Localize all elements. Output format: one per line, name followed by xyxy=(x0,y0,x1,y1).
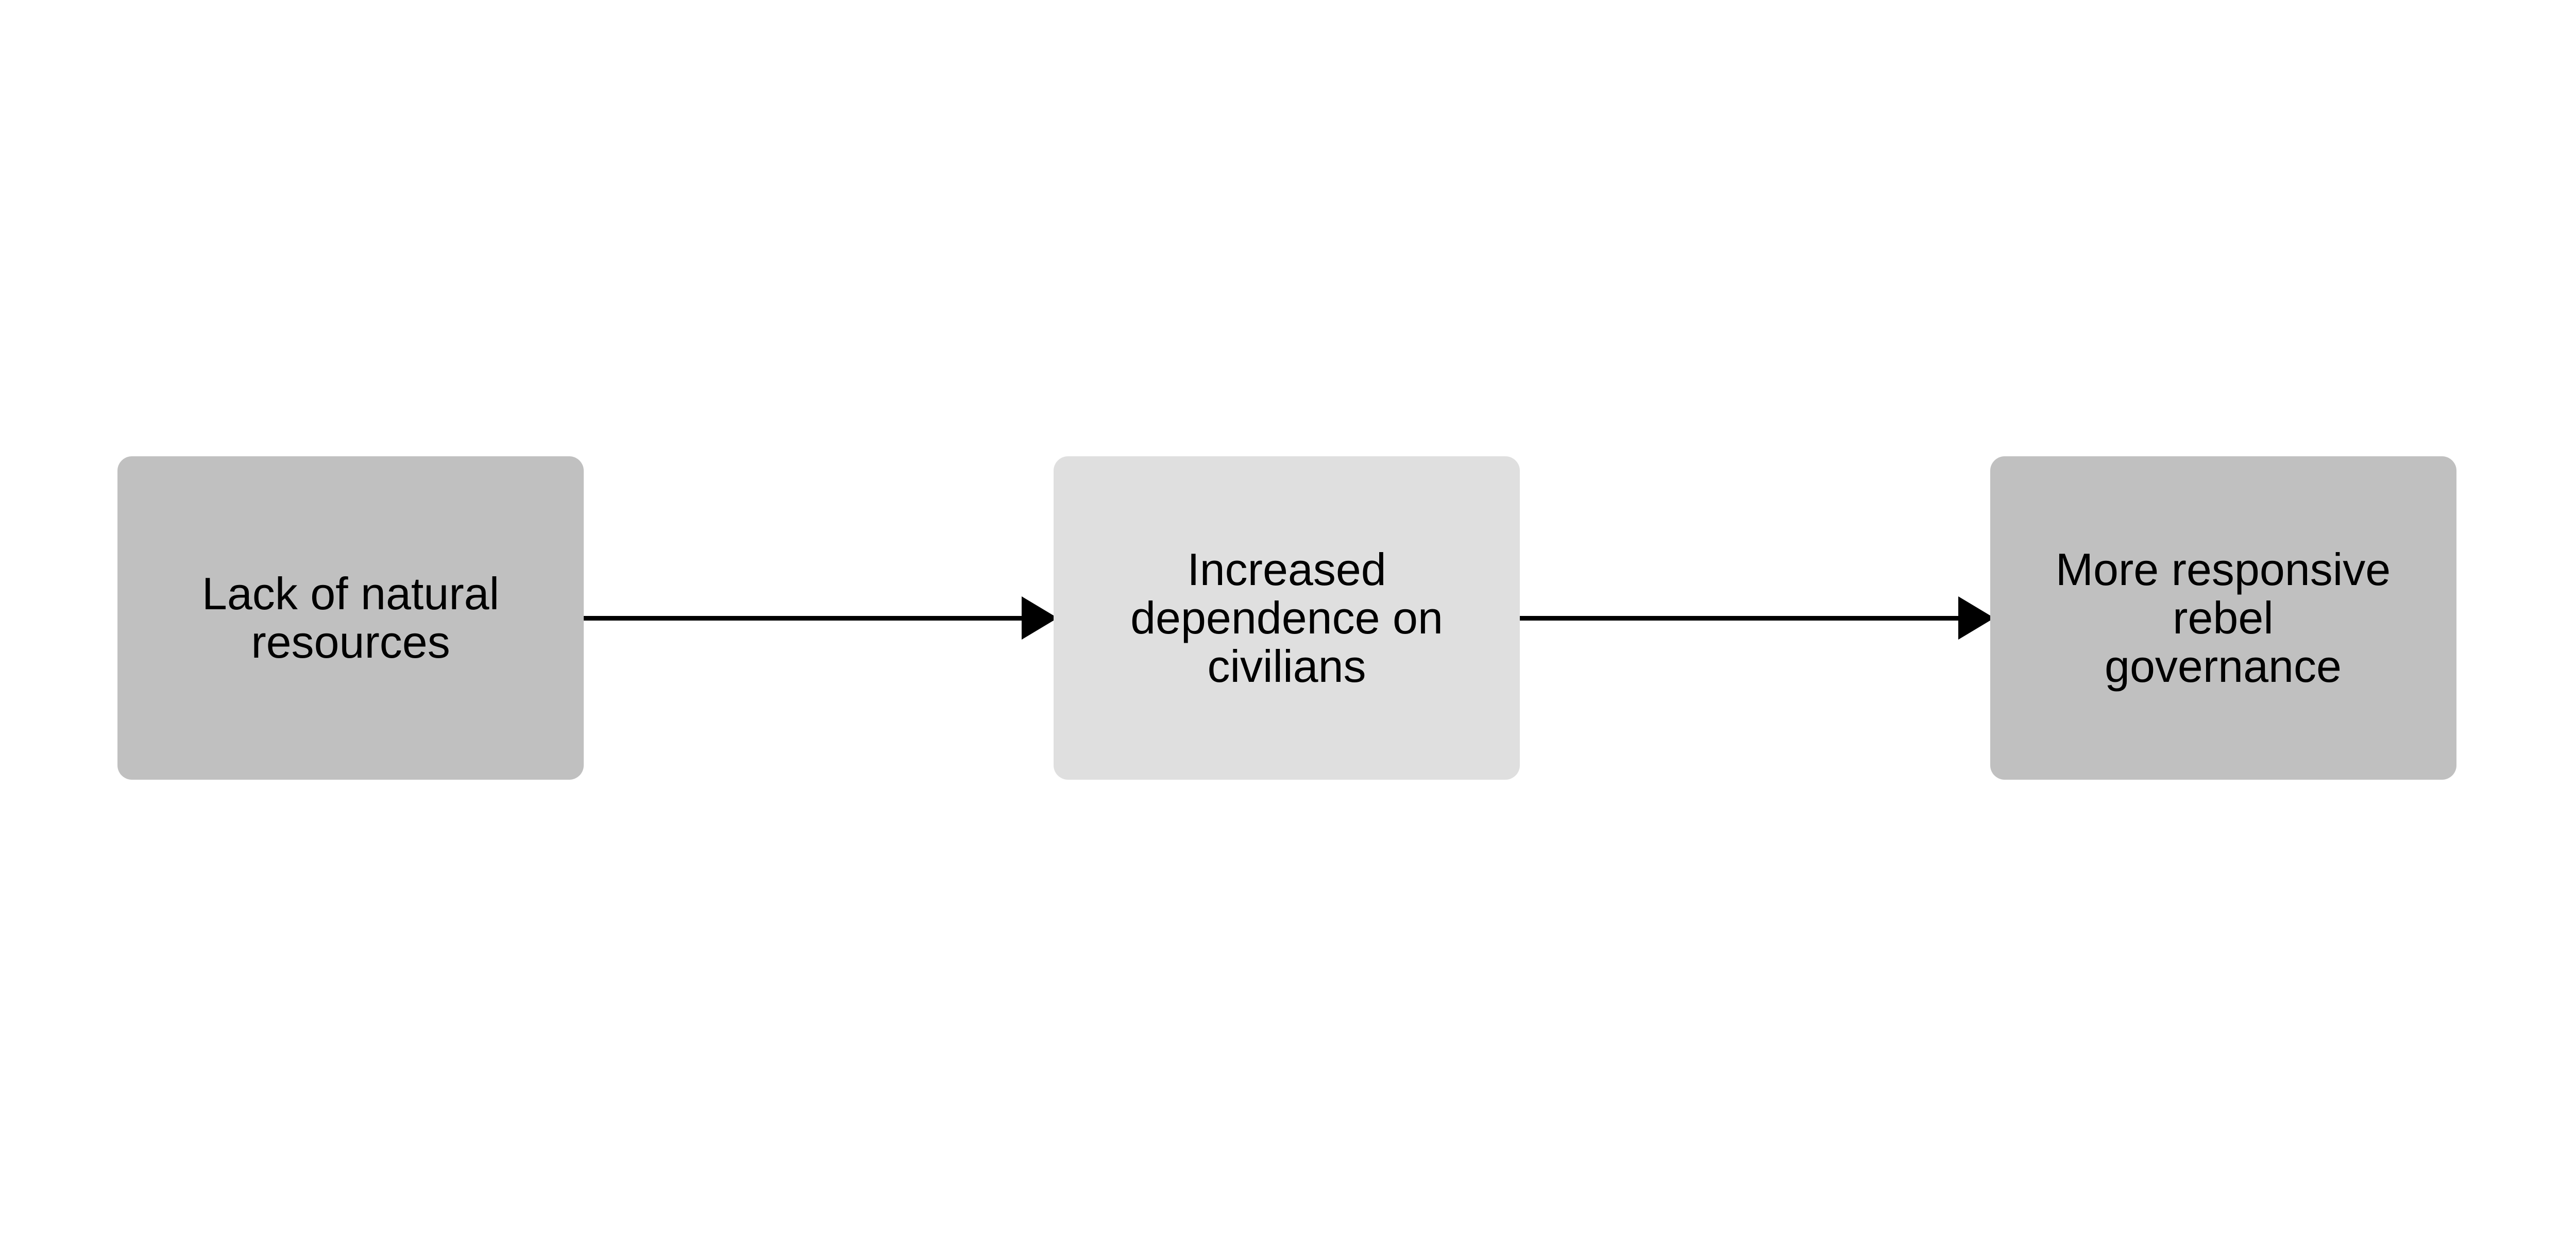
node-increased-dependence-on-civilians: Increased dependence on civilians xyxy=(1054,456,1520,780)
node-label: More responsive rebel governance xyxy=(2055,544,2391,692)
node-lack-of-natural-resources: Lack of natural resources xyxy=(117,456,584,780)
node-label: Lack of natural resources xyxy=(201,568,500,667)
arrow-line xyxy=(584,616,1029,621)
node-more-responsive-rebel-governance: More responsive rebel governance xyxy=(1990,456,2456,780)
node-label: Increased dependence on civilians xyxy=(1130,544,1443,692)
arrowhead-icon xyxy=(1958,596,1994,640)
arrowhead-icon xyxy=(1022,596,1058,640)
arrow-line xyxy=(1520,616,1965,621)
